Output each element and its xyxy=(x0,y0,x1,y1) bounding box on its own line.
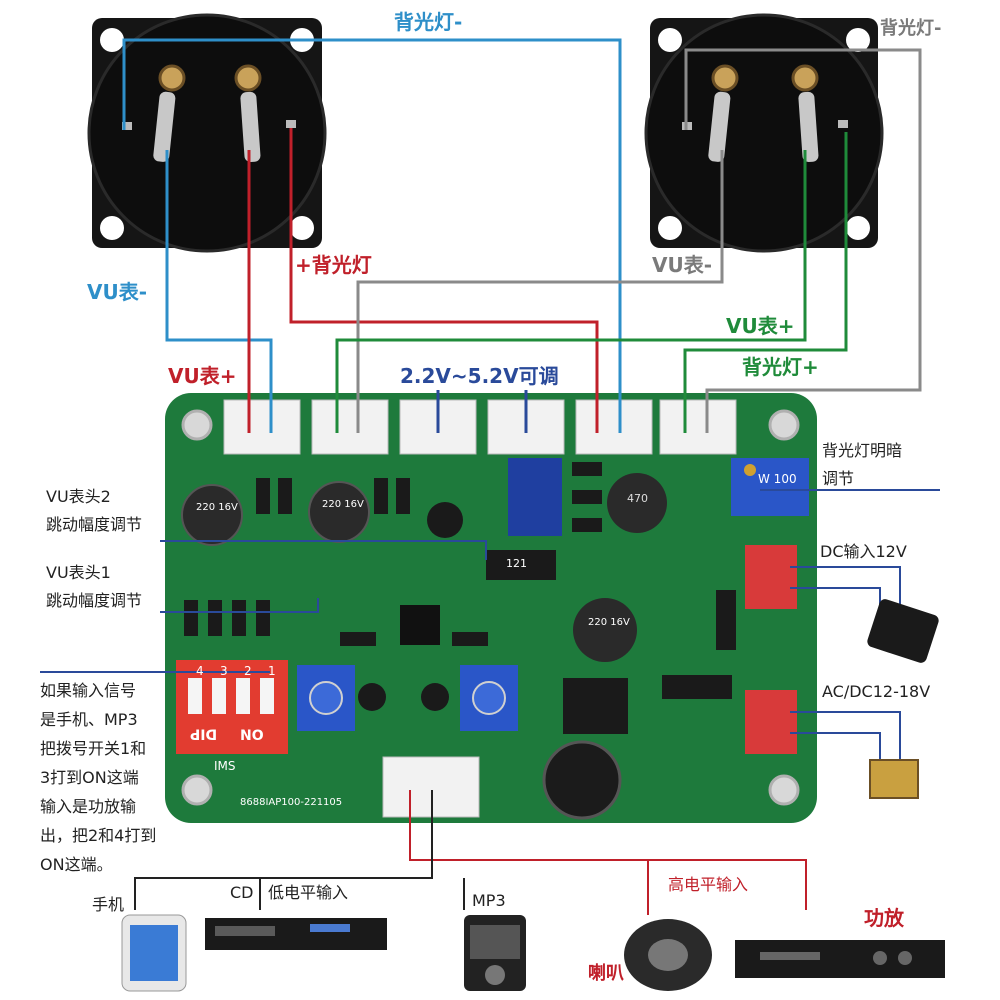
dip-note-line-3: 把拨号开关1和 xyxy=(40,739,147,758)
label-amplifier: 功放 xyxy=(864,906,904,930)
dip-note-line-6: 出，把2和4打到 xyxy=(40,826,157,845)
label-backlight-plus-right: 背光灯+ xyxy=(742,355,819,379)
cd-device xyxy=(205,918,387,950)
label-backlight-brightness-2: 调节 xyxy=(822,469,855,488)
dip-number-1: 1 xyxy=(268,664,276,678)
dip-number-2: 2 xyxy=(244,664,252,678)
cap1-text: 220 16V xyxy=(196,502,238,513)
inductor-text: 470 xyxy=(627,492,648,505)
label-ac-dc-input: AC/DC12-18V xyxy=(822,682,931,701)
label-backlight-plus-left: +背光灯 xyxy=(295,253,372,277)
label-vu-head2-adjust: 跳动幅度调节 xyxy=(46,515,143,534)
label-high-level-input: 高电平输入 xyxy=(668,875,749,894)
cap3-text: 220 16V xyxy=(588,617,630,628)
dip-note-line-5: 输入是功放输 xyxy=(40,797,137,816)
phone-device xyxy=(121,914,187,992)
label-vu-head1-adjust: 跳动幅度调节 xyxy=(46,591,143,610)
mp3-device xyxy=(464,915,526,991)
dip-number-4: 4 xyxy=(196,664,204,678)
cap2-text: 220 16V xyxy=(322,499,364,510)
serial-text: 8688IAP100-221105 xyxy=(240,797,343,808)
dip-note-line-4: 3打到ON这端 xyxy=(40,768,139,787)
dip-text: DIP xyxy=(190,725,218,742)
label-dc-input: DC输入12V xyxy=(820,542,907,561)
on-text: ON xyxy=(240,725,264,742)
label-mp3: MP3 xyxy=(472,891,506,910)
left-vu-meter xyxy=(87,13,327,253)
speaker-device xyxy=(624,919,712,991)
label-speaker: 喇叭 xyxy=(588,963,624,984)
dip-note-line-1: 如果输入信号 xyxy=(40,681,137,700)
label-vu-minus-left: VU表- xyxy=(87,280,148,304)
label-cd: CD xyxy=(230,883,254,902)
label-vu-head2: VU表头2 xyxy=(46,487,111,506)
label-backlight-brightness: 背光灯明暗 xyxy=(822,441,903,460)
ims-text: IMS xyxy=(214,759,236,773)
label-phone: 手机 xyxy=(92,895,125,914)
dip-note-line-7: ON这端。 xyxy=(40,855,113,874)
dip-note-line-2: 是手机、MP3 xyxy=(40,710,138,729)
label-vu-head1: VU表头1 xyxy=(46,563,111,582)
ic121-text: 121 xyxy=(506,557,527,570)
label-vu-plus-left: VU表+ xyxy=(168,364,237,388)
transformer xyxy=(869,759,919,799)
pot-value-text: W 100 xyxy=(758,472,797,486)
dip-number-3: 3 xyxy=(220,664,228,678)
label-adjustable-voltage: 2.2V~5.2V可调 xyxy=(400,364,559,388)
wires xyxy=(40,38,940,915)
right-vu-meter xyxy=(644,13,884,253)
dc-adapter xyxy=(867,599,939,663)
label-vu-plus-right: VU表+ xyxy=(726,314,795,338)
label-backlight-minus-right: 背光灯- xyxy=(880,18,942,39)
label-backlight-minus-top: 背光灯- xyxy=(394,10,463,34)
pcb-board xyxy=(165,393,817,823)
label-low-level-input: 低电平输入 xyxy=(268,883,349,902)
amplifier-device xyxy=(735,940,945,978)
label-vu-minus-right: VU表- xyxy=(652,253,713,277)
